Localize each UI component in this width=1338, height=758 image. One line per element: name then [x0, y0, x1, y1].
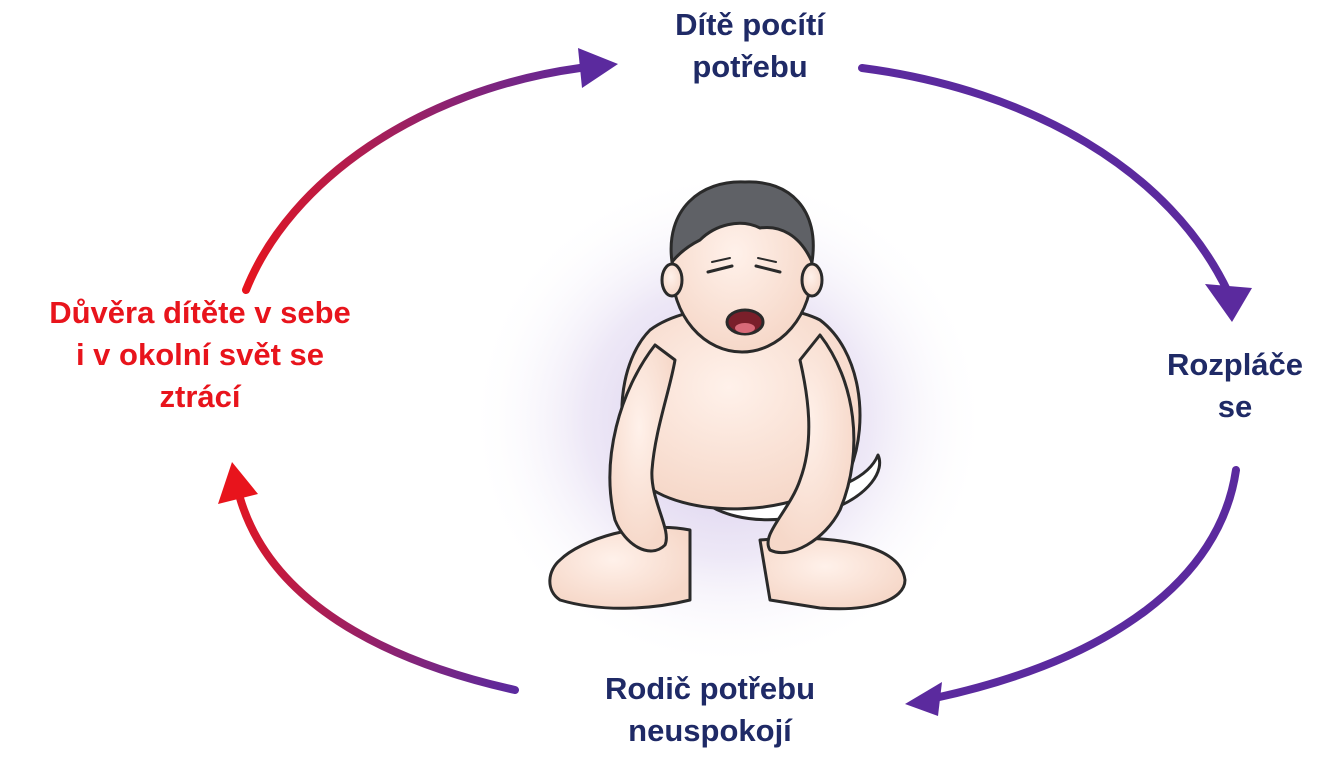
step-line: Dítě pocítí: [600, 4, 900, 46]
step-starts-crying: Rozpláče se: [1140, 344, 1330, 428]
step-line: Rodič potřebu: [560, 668, 860, 710]
step-line: potřebu: [600, 46, 900, 88]
step-trust-is-lost: Důvěra dítěte v sebe i v okolní svět se …: [0, 292, 400, 418]
step-line: i v okolní svět se: [0, 334, 400, 376]
step-line: ztrácí: [0, 376, 400, 418]
step-line: Důvěra dítěte v sebe: [0, 292, 400, 334]
step-parent-does-not-satisfy: Rodič potřebu neuspokojí: [560, 668, 860, 752]
step-line: neuspokojí: [560, 710, 860, 752]
arrow-bottom-to-left: [218, 462, 515, 690]
step-line: se: [1140, 386, 1330, 428]
step-child-feels-need: Dítě pocítí potřebu: [600, 4, 900, 88]
step-line: Rozpláče: [1140, 344, 1330, 386]
